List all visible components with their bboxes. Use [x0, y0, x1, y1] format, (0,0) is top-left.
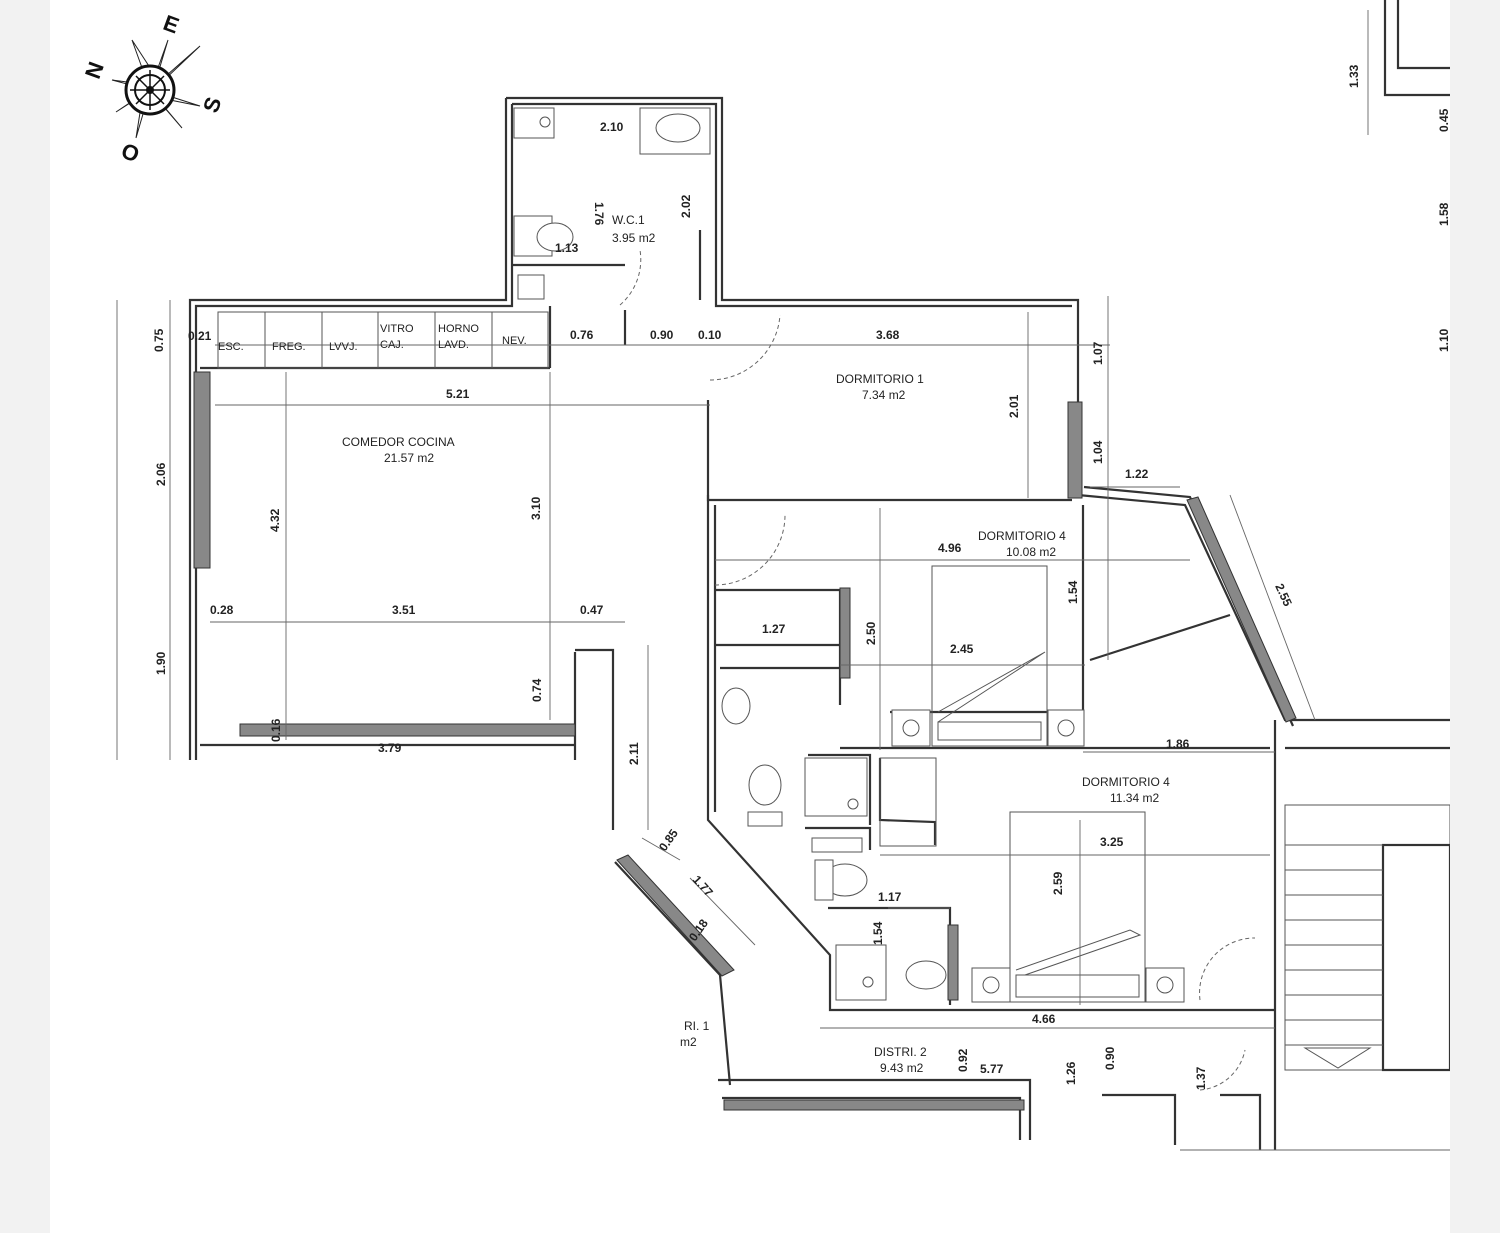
room-area-wc1: 3.95 m2: [612, 231, 656, 245]
dim-label: 1.54: [871, 921, 885, 945]
dim-label: 0.90: [650, 328, 674, 342]
dim-label: 0.10: [698, 328, 722, 342]
dim-label: 2.11: [627, 742, 641, 765]
floor-plan: N E S O: [80, 0, 1450, 1151]
dim-label: 2.45: [950, 642, 974, 656]
dim-label: 1.10: [1437, 328, 1450, 352]
room-label-dorm1: DORMITORIO 1: [836, 372, 924, 386]
dim-label: 1.04: [1091, 440, 1105, 464]
room-area-dorm1: 7.34 m2: [862, 388, 906, 402]
dim-label: 1.90: [154, 651, 168, 675]
dim-label: 0.85: [656, 826, 681, 853]
bathroom-fixtures: [513, 107, 947, 1001]
room-area-distri2: 9.43 m2: [880, 1061, 924, 1075]
dim-label: 4.66: [1032, 1012, 1056, 1026]
cabinet-label-horno: HORNO: [438, 323, 479, 335]
dim-label: 0.74: [530, 678, 544, 702]
dim-label: 2.06: [154, 462, 168, 486]
cabinet-label-esc: ESC.: [218, 341, 244, 353]
compass-east-label: E: [160, 10, 182, 39]
dim-label: 2.59: [1051, 871, 1065, 895]
cabinet-label-lvvj: LVVJ.: [329, 341, 358, 353]
compass-rose-icon: [111, 39, 201, 139]
dim-label: 1.54: [1066, 580, 1080, 604]
outer-walls: [188, 96, 1450, 1150]
dim-label: 4.96: [938, 541, 962, 555]
staircase: [1284, 804, 1450, 1072]
cabinet-label-nev: NEV.: [502, 335, 527, 347]
dim-label: 1.27: [762, 622, 786, 636]
dim-label: 1.33: [1347, 64, 1361, 88]
room-area-dorm4a: 10.08 m2: [1006, 545, 1056, 559]
room-label-comedor: COMEDOR COCINA: [342, 435, 455, 449]
dim-label: 1.86: [1166, 737, 1190, 751]
dim-label: 1.17: [878, 890, 902, 904]
compass-south-label: S: [198, 94, 227, 116]
adjacent-unit-walls: [1367, 0, 1450, 135]
dim-label: 0.75: [152, 328, 166, 352]
room-label-distri1: RI. 1: [684, 1019, 710, 1033]
beds: [891, 565, 1185, 1003]
dim-label: 2.55: [1272, 581, 1295, 608]
dim-label: 1.22: [1125, 467, 1149, 481]
room-area-dorm4b: 11.34 m2: [1110, 791, 1159, 805]
compass-west-label: O: [118, 138, 143, 167]
doors: [619, 249, 1256, 1091]
dim-label: 2.50: [864, 621, 878, 645]
compass-north-label: N: [80, 58, 109, 81]
dim-label: 5.77: [980, 1062, 1004, 1076]
dim-label: 0.76: [570, 328, 594, 342]
cabinet-label-freg: FREG.: [272, 341, 306, 353]
dim-label: 0.92: [956, 1048, 970, 1072]
dim-label: 2.02: [679, 194, 693, 218]
dim-label: 0.90: [1103, 1046, 1117, 1070]
room-area-comedor: 21.57 m2: [384, 451, 434, 465]
dim-label: 0.21: [188, 329, 212, 343]
dim-label: 5.21: [446, 387, 470, 401]
dim-label: 1.76: [592, 202, 606, 226]
dim-label: 3.10: [529, 496, 543, 520]
dim-label: 1.37: [1194, 1066, 1208, 1090]
dim-label: 1.77: [690, 873, 716, 900]
dim-label: 3.79: [378, 741, 402, 755]
cabinet-label-lavd: LAVD.: [438, 339, 469, 351]
dim-label: 4.32: [268, 508, 282, 532]
dim-label: 2.01: [1007, 394, 1021, 418]
dim-label: 3.68: [876, 328, 900, 342]
dim-label: 0.28: [210, 603, 234, 617]
dim-label: 3.25: [1100, 835, 1124, 849]
plan-sheet: N E S O: [50, 0, 1450, 1233]
dim-label: 3.51: [392, 603, 416, 617]
dimension-lines: [116, 296, 1450, 1151]
dim-label: 1.07: [1091, 341, 1105, 365]
room-label-dorm4a: DORMITORIO 4: [978, 529, 1066, 543]
cabinet-label-vitro: VITRO: [380, 323, 414, 335]
room-label-distri2: DISTRI. 2: [874, 1045, 927, 1059]
dim-label: 1.13: [555, 241, 579, 255]
cabinet-label-caj: CAJ.: [380, 339, 404, 351]
room-label-wc1: W.C.1: [612, 213, 645, 227]
kitchen-cabinets: [217, 311, 549, 369]
dim-label: 1.58: [1437, 202, 1450, 226]
dim-label: 0.45: [1437, 108, 1450, 132]
room-area-distri1: m2: [680, 1035, 697, 1049]
wardrobe: [879, 757, 937, 847]
room-label-dorm4b: DORMITORIO 4: [1082, 775, 1170, 789]
windows: [193, 371, 1297, 1111]
dim-label: 0.16: [269, 718, 283, 742]
dim-label: 2.10: [600, 120, 624, 134]
dim-label: 0.47: [580, 603, 604, 617]
dim-label: 1.26: [1064, 1061, 1078, 1085]
